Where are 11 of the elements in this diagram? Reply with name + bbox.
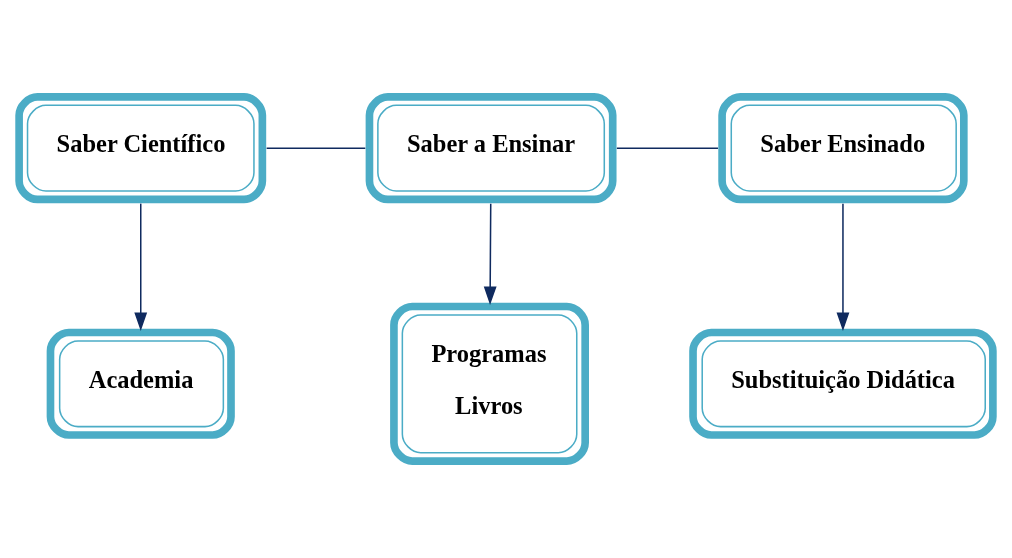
arrow: [836, 202, 850, 331]
node-box: Substituição Didática: [689, 328, 997, 439]
connector: [616, 147, 719, 149]
arrow: [134, 202, 148, 331]
node-box: Academia: [46, 328, 235, 439]
node-box: Saber Científico: [15, 93, 267, 204]
connector: [265, 147, 367, 149]
node-box: Saber a Ensinar: [365, 93, 617, 204]
arrow: [483, 202, 497, 305]
node-box: Saber Ensinado: [718, 93, 968, 204]
node-box: Programas Livros: [390, 302, 589, 465]
